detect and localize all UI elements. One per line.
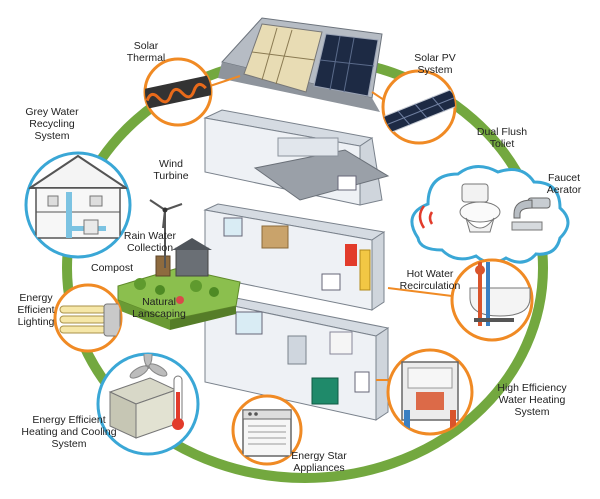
bathtub-icon: [469, 262, 531, 326]
hvac-unit-icon: [108, 354, 184, 439]
thermometer-icon: [172, 375, 184, 430]
grey-water-callout: [24, 151, 132, 259]
water-heater-icon: [401, 361, 459, 430]
label-heating-cooling: Energy Efficient Heating and Cooling Sys…: [21, 414, 117, 450]
cfl-bulb-icon: [59, 303, 121, 337]
label-dual-flush: Dual Flush Toliet: [476, 126, 528, 150]
label-solar-thermal: Solar Thermal: [126, 40, 166, 64]
house-roof: [218, 17, 383, 112]
label-lighting: Energy Efficient Lighting: [17, 292, 55, 328]
hot-water-callout: [387, 258, 534, 342]
dual-flush-callout: [410, 165, 570, 264]
wind-turbine-icon: [149, 199, 183, 268]
house-illustration: [117, 17, 390, 421]
solar-thermal-callout: [143, 57, 241, 127]
label-rain-water: Rain Water Collection: [123, 230, 177, 254]
house-ground-floor: [203, 293, 390, 421]
label-solar-pv: Solar PV System: [414, 52, 456, 76]
label-faucet-aerator: Faucet Aerator: [546, 172, 582, 196]
fan-icon: [129, 354, 168, 379]
lighting-callout: [53, 283, 123, 353]
hvac-callout: [96, 352, 200, 456]
label-high-efficiency: High Efficiency Water Heating System: [497, 382, 567, 418]
label-energy-star: Energy Star Appliances: [291, 450, 347, 474]
house-attic: [203, 109, 390, 206]
label-landscaping: Natural Lanscaping: [132, 296, 186, 320]
label-compost: Compost: [90, 262, 133, 274]
faucet-icon: [511, 197, 551, 231]
label-wind-turbine: Wind Turbine: [153, 158, 189, 182]
solar-thermal-collector-icon: [145, 73, 211, 110]
appliances-callout: [231, 394, 303, 466]
sink-icon: [418, 205, 434, 229]
grey-water-house-icon: [26, 154, 130, 239]
label-grey-water: Grey Water Recycling System: [25, 106, 79, 142]
label-hot-water: Hot Water Recirculation: [399, 268, 461, 292]
dishwasher-icon: [242, 409, 292, 457]
house-upper-floor: [203, 203, 386, 311]
toilet-icon: [459, 183, 501, 233]
solar-pv-callout: [371, 69, 457, 145]
garden-landscape: [117, 238, 241, 330]
water-heater-callout: [376, 348, 474, 436]
